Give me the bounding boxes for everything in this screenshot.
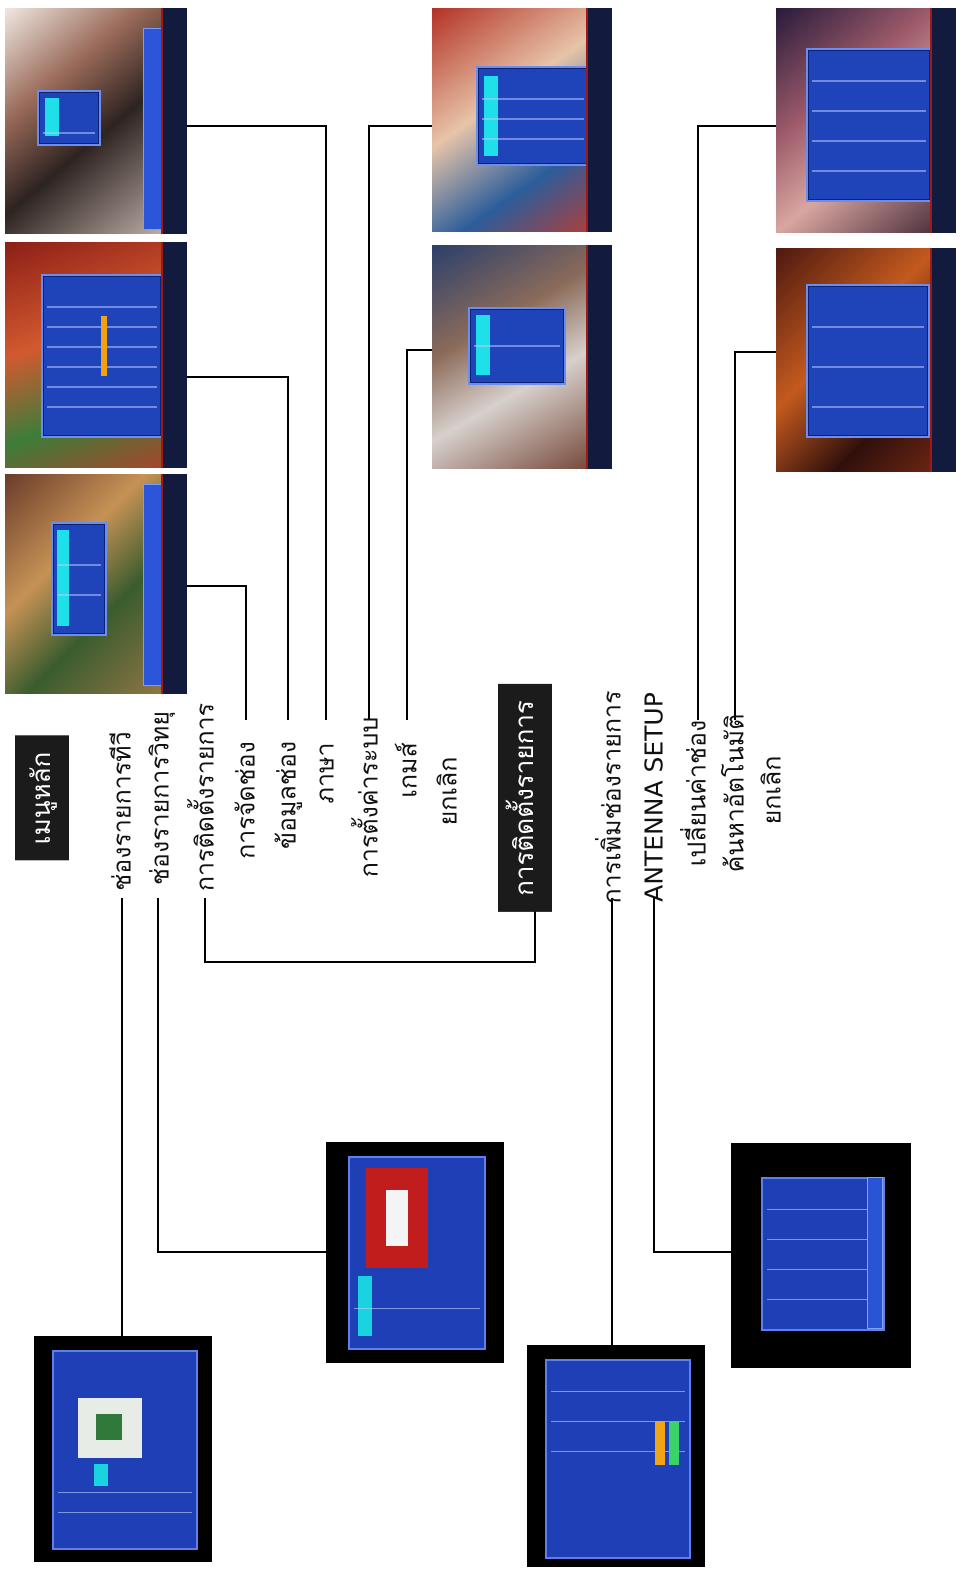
- thumbnail-language-menu: [5, 8, 187, 234]
- screenshot-tv-channel-list: [34, 1336, 212, 1562]
- radio-logo: [366, 1168, 428, 1268]
- main-menu-item-tv-channels[interactable]: ช่องรายการทีวี: [107, 731, 137, 891]
- main-menu-item-radio-channels[interactable]: ช่องรายการวิทยุ: [145, 710, 175, 886]
- osd-dialog: [806, 284, 930, 438]
- install-menu-item-edit-channel[interactable]: เปลี่ยนค่าช่อง: [682, 719, 712, 867]
- main-menu-item-channel-info[interactable]: ข้อมูลช่อง: [272, 740, 302, 850]
- selected-channel: [358, 1276, 372, 1336]
- thumbnail-auto-search: [776, 248, 956, 472]
- osd-dialog: [51, 522, 107, 636]
- selected-channel: [94, 1464, 108, 1486]
- stock-ticker: [930, 248, 956, 472]
- install-menu-item-auto-search[interactable]: ค้นหาอัตโนมัติ: [720, 713, 750, 873]
- install-menu-item-antenna-setup[interactable]: ANTENNA SETUP: [639, 692, 669, 902]
- osd-dialog: [468, 307, 566, 385]
- screenshot-antenna-setup: [731, 1143, 911, 1368]
- thumbnail-system-settings: [432, 8, 612, 232]
- stock-ticker: [586, 245, 612, 469]
- osd-status-bar: [143, 484, 163, 686]
- connector-auto-search: [734, 351, 776, 720]
- connector-info: [186, 376, 289, 720]
- main-menu-item-cancel[interactable]: ยกเลิก: [433, 756, 463, 826]
- connector-radio: [157, 898, 330, 1253]
- osd-dialog: [41, 274, 163, 438]
- channel-list-panel: [52, 1350, 198, 1550]
- osd-dialog: [37, 90, 101, 146]
- antenna-setup-panel: [761, 1177, 885, 1331]
- osd-dialog: [806, 48, 932, 202]
- thumbnail-organize-channels: [5, 474, 187, 694]
- connector-install: [204, 898, 536, 963]
- add-channel-panel: [545, 1359, 691, 1559]
- connector-system: [368, 125, 432, 720]
- main-menu-item-organize-channels[interactable]: การจัดช่อง: [231, 741, 261, 859]
- stock-ticker: [930, 8, 956, 233]
- thumbnail-edit-channel: [776, 8, 956, 233]
- osd-dialog: [476, 66, 590, 166]
- stock-ticker: [161, 8, 187, 234]
- screenshot-radio-channel-list: [326, 1142, 504, 1363]
- main-menu-item-channel-install[interactable]: การติดตั้งรายการ: [190, 702, 220, 892]
- install-menu-item-add-channel[interactable]: การเพิ่มช่องรายการ: [597, 690, 627, 904]
- thumbnail-channel-info: [5, 242, 187, 468]
- install-menu-item-cancel[interactable]: ยกเลิก: [757, 755, 787, 825]
- signal-level-bar: [655, 1421, 665, 1465]
- main-menu-item-language[interactable]: ภาษา: [310, 742, 340, 804]
- signal-quality-bar: [669, 1421, 679, 1465]
- connector-language: [186, 125, 327, 720]
- thumbnail-games: [432, 245, 612, 469]
- osd-status-bar: [867, 1177, 883, 1329]
- main-menu-item-system-settings[interactable]: การตั้งค่าระบบ: [354, 716, 384, 878]
- radio-list-panel: [348, 1156, 486, 1350]
- stock-ticker: [161, 242, 187, 468]
- main-menu-item-games[interactable]: เกมส์: [393, 742, 423, 798]
- connector-games: [406, 349, 432, 720]
- channel-preview: [78, 1398, 142, 1458]
- install-menu-title: การติดตั้งรายการ: [498, 684, 552, 912]
- stock-ticker: [161, 474, 187, 694]
- screenshot-add-channel: [527, 1345, 705, 1567]
- osd-status-bar: [143, 28, 163, 230]
- connector-antenna: [653, 898, 735, 1253]
- connector-organize: [186, 585, 247, 720]
- connector-edit-channel: [697, 125, 776, 720]
- main-menu-title: เมนูหลัก: [15, 735, 69, 861]
- stock-ticker: [586, 8, 612, 232]
